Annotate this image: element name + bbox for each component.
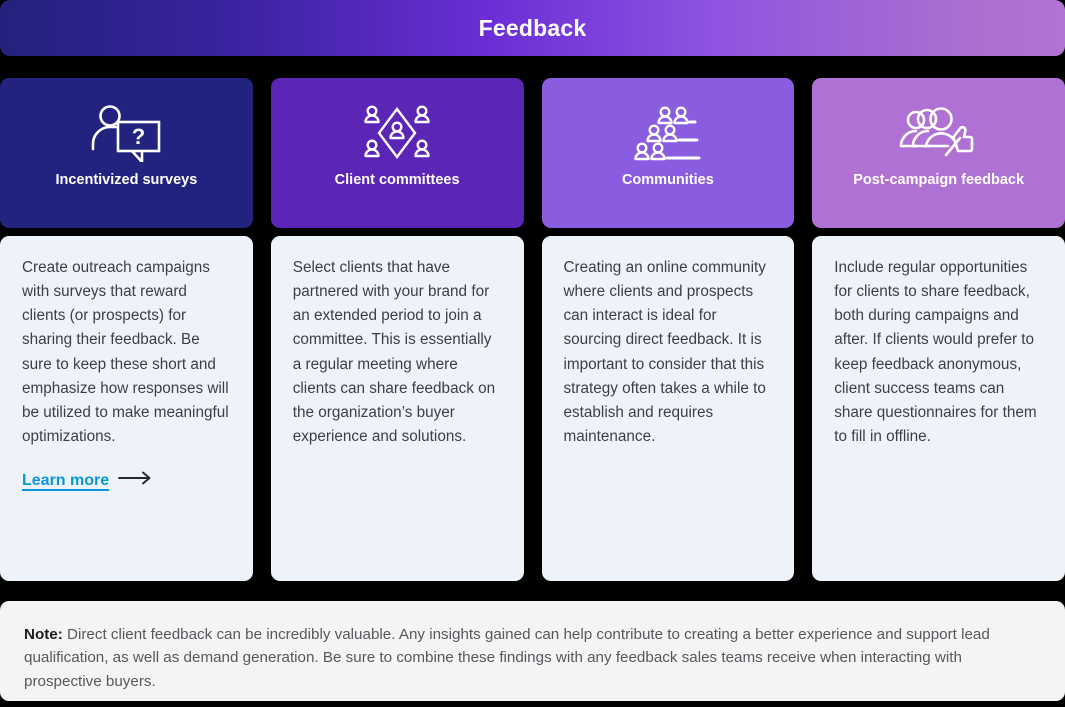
card-title: Incentivized surveys	[55, 172, 198, 188]
card-description: Include regular opportunities for client…	[834, 259, 1037, 446]
people-group-list-icon	[631, 102, 705, 164]
learn-more-label: Learn more	[22, 471, 110, 489]
page-title: Feedback	[478, 14, 587, 41]
card-body-post-campaign-feedback: Include regular opportunities for client…	[812, 236, 1065, 581]
card-body-communities: Creating an online community where clien…	[541, 236, 795, 581]
card-column-communities: Communities Creating an online community…	[541, 78, 795, 581]
card-header-post-campaign-feedback[interactable]: Post-campaign feedback	[812, 78, 1065, 228]
card-header-incentivized-surveys[interactable]: ? Incentivized surveys	[0, 78, 253, 228]
people-thumbs-up-icon	[896, 102, 982, 164]
person-question-bubble-icon: ?	[87, 102, 165, 164]
card-description: Creating an online community where clien…	[563, 259, 766, 446]
card-header-communities[interactable]: Communities	[541, 78, 795, 228]
header-banner: Feedback	[0, 0, 1065, 56]
svg-text:?: ?	[132, 124, 145, 149]
card-title: Post-campaign feedback	[853, 172, 1025, 188]
cards-row: ? Incentivized surveys Create outreach c…	[0, 78, 1065, 581]
card-title: Client committees	[334, 172, 460, 188]
card-body-client-committees: Select clients that have partnered with …	[270, 236, 524, 581]
footer-note: Note: Direct client feedback can be incr…	[0, 601, 1065, 701]
arrow-right-icon	[118, 471, 152, 490]
people-diamond-network-icon	[361, 102, 433, 164]
learn-more-link[interactable]: Learn more	[22, 471, 231, 490]
card-title: Communities	[621, 172, 714, 188]
card-description: Create outreach campaigns with surveys t…	[22, 259, 229, 446]
note-text: Note: Direct client feedback can be incr…	[24, 623, 1041, 693]
card-header-client-committees[interactable]: Client committees	[270, 78, 524, 228]
note-body: Direct client feedback can be incredibly…	[24, 626, 990, 690]
card-description: Select clients that have partnered with …	[292, 259, 496, 446]
card-column-client-committees: Client committees Select clients that ha…	[270, 78, 524, 581]
card-column-post-campaign-feedback: Post-campaign feedback Include regular o…	[812, 78, 1065, 581]
card-body-incentivized-surveys: Create outreach campaigns with surveys t…	[0, 236, 253, 581]
note-label: Note:	[24, 626, 63, 643]
card-column-incentivized-surveys: ? Incentivized surveys Create outreach c…	[0, 78, 253, 581]
